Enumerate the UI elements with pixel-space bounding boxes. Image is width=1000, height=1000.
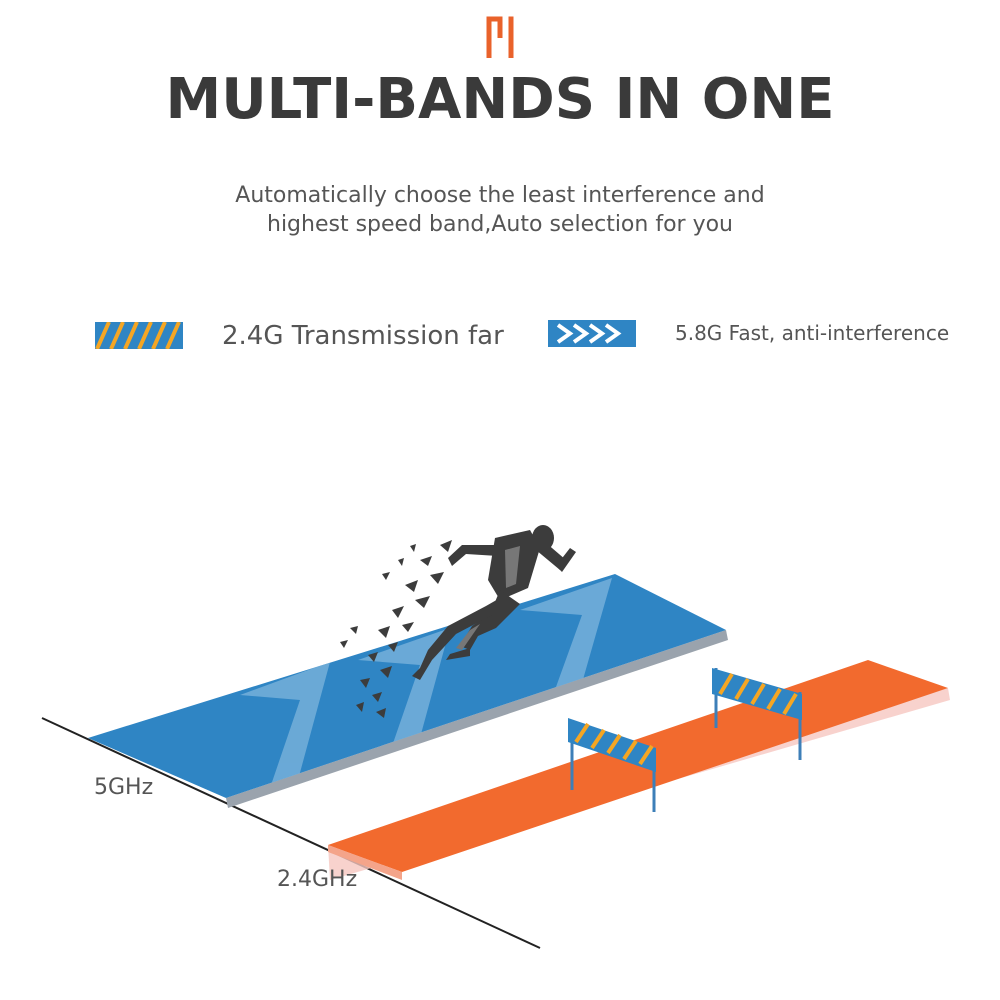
blue-track-5ghz — [88, 574, 728, 808]
legend-label-58g: 5.8G Fast, anti-interference — [675, 321, 950, 345]
logo-icon — [486, 16, 514, 58]
page-title: MULTI-BANDS IN ONE — [165, 67, 835, 132]
band-label-24ghz: 2.4GHz — [277, 867, 358, 892]
runner-icon — [412, 525, 576, 680]
subtitle-line-2: highest speed band,Auto selection for yo… — [267, 212, 733, 237]
subtitle-line-1: Automatically choose the least interfere… — [235, 183, 765, 208]
axis-line — [41, 717, 541, 949]
legend-label-24g: 2.4G Transmission far — [222, 321, 504, 351]
runner-particles — [340, 540, 452, 718]
band-label-5ghz: 5GHz — [94, 775, 154, 800]
chevrons-icon — [548, 320, 636, 347]
hurdle-icon — [712, 668, 802, 760]
orange-stripes-icon — [95, 322, 183, 349]
hurdle-icon — [568, 718, 656, 812]
